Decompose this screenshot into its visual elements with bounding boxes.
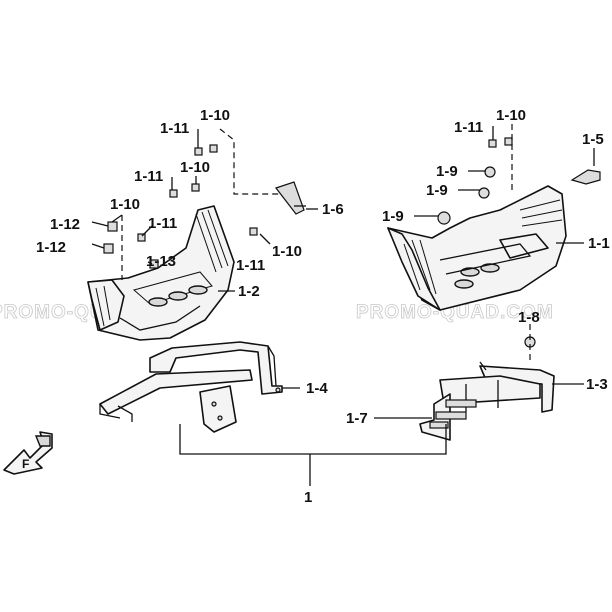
left-hardware — [103, 144, 306, 269]
right-hardware — [437, 137, 601, 348]
callout-1-11c: 1-11 — [148, 215, 177, 232]
right-bracket-1-3 — [374, 361, 584, 441]
callout-1-8: 1-8 — [518, 309, 540, 326]
callout-1-1: 1-1 — [588, 235, 610, 252]
right-footrest-1-1 — [387, 185, 567, 311]
callout-1-2: 1-2 — [238, 283, 260, 300]
callout-1-3: 1-3 — [586, 376, 608, 393]
callout-1-11a: 1-11 — [160, 120, 189, 137]
callout-1-10a: 1-10 — [200, 107, 230, 124]
callout-1-9a: 1-9 — [436, 163, 458, 180]
callout-1-10b: 1-10 — [180, 159, 210, 176]
callout-1-7: 1-7 — [346, 410, 368, 427]
callout-1-10e: 1-10 — [496, 107, 526, 124]
callout-1-9c: 1-9 — [382, 208, 404, 225]
callout-1-5: 1-5 — [582, 131, 604, 148]
watermark-right: PROMO-QUAD.COM — [356, 302, 554, 323]
callout-1-6: 1-6 — [322, 201, 344, 218]
front-letter: F — [22, 457, 29, 471]
left-bracket-1-4 — [99, 341, 300, 433]
callout-1-11d: 1-11 — [236, 257, 265, 274]
callout-1-13: 1-13 — [146, 253, 176, 270]
right-leaders — [414, 124, 595, 360]
callout-1-9b: 1-9 — [426, 182, 448, 199]
callout-1-12b: 1-12 — [36, 239, 66, 256]
callout-1-4: 1-4 — [306, 380, 328, 397]
assembly-bracket-1 — [179, 424, 447, 486]
callout-1-11e: 1-11 — [454, 119, 483, 136]
callout-1-11b: 1-11 — [134, 168, 163, 185]
callout-1-10c: 1-10 — [110, 196, 140, 213]
callout-1-10d: 1-10 — [272, 243, 302, 260]
callout-labels: 1-11 1-10 1-11 1-10 1-10 1-12 1-11 1-12 … — [36, 107, 610, 506]
callout-1-12a: 1-12 — [50, 216, 80, 233]
front-direction-arrow-icon: F — [3, 431, 53, 475]
left-footrest-1-2 — [87, 205, 235, 341]
callout-1: 1 — [304, 489, 312, 506]
left-leaders — [91, 128, 318, 292]
